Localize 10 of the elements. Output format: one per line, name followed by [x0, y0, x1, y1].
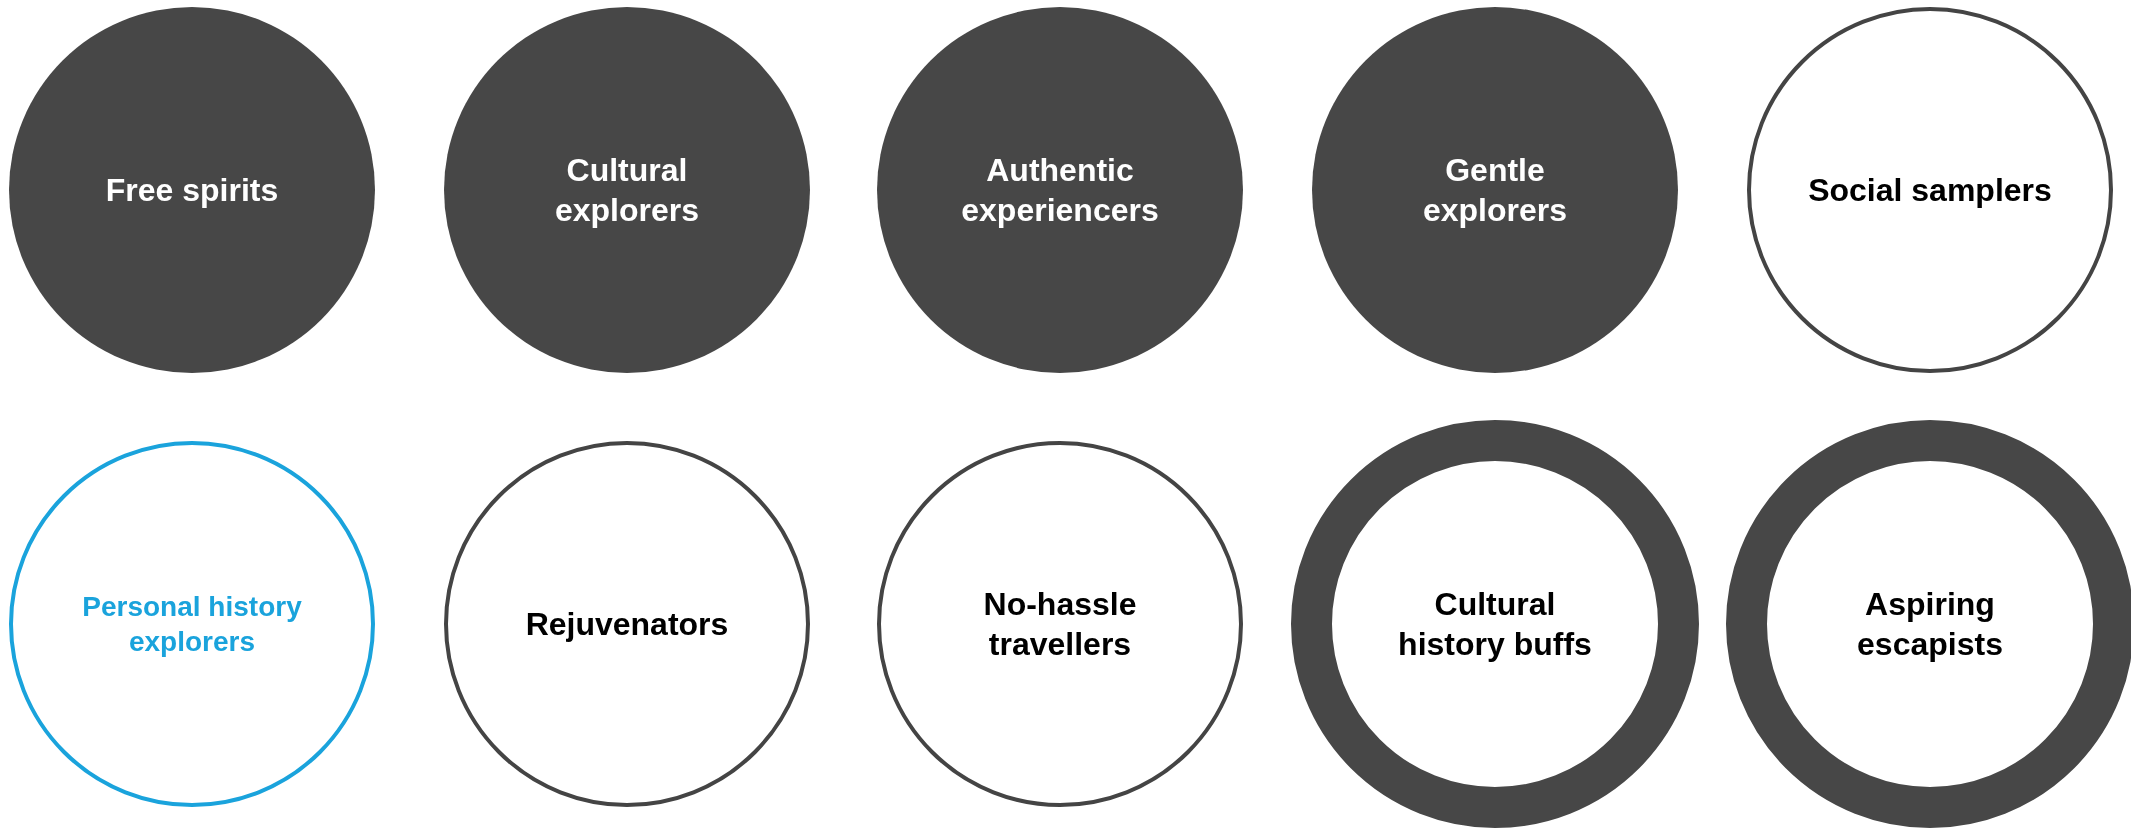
segment-label: Social samplers [1808, 171, 2052, 210]
segment-label: Cultural explorers [553, 151, 701, 230]
segment-label: Authentic experiencers [960, 151, 1160, 230]
segment-label: Cultural history buffs [1397, 585, 1593, 664]
segment-label: Gentle explorers [1421, 151, 1569, 230]
segment-label: Free spirits [105, 171, 279, 210]
segment-label: Personal history explorers [81, 590, 303, 659]
segment-label: Aspiring escapists [1856, 585, 2004, 664]
segment-label: Rejuvenators [525, 605, 729, 644]
segment-label: No-hassle travellers [982, 585, 1138, 664]
